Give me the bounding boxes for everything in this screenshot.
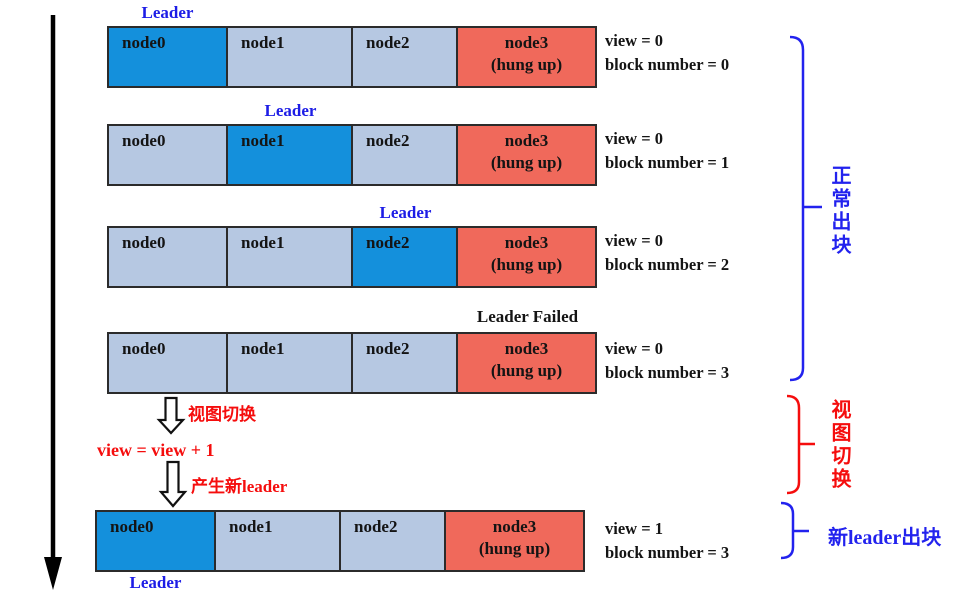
- new-leader-down-arrow-icon: [158, 460, 188, 508]
- view-value: view = 0: [605, 231, 663, 250]
- block-number-value: block number = 3: [605, 543, 730, 562]
- view-change-down-arrow-icon: [156, 396, 186, 435]
- node3-cell: node3 (hung up): [458, 124, 597, 186]
- node-label: node0: [122, 33, 166, 52]
- node0-cell: node0: [107, 26, 228, 88]
- node-row-5: node0 node1 node2 node3 (hung up): [95, 510, 585, 572]
- node3-cell: node3 (hung up): [446, 510, 585, 572]
- view-increment-formula: view = view + 1: [97, 440, 215, 460]
- view-value: view = 1: [605, 519, 663, 538]
- node0-cell: node0: [107, 332, 228, 394]
- node-label: node0: [122, 339, 166, 358]
- node-label: node1: [241, 339, 285, 358]
- node-label: node2: [366, 131, 410, 150]
- node-label: node1: [241, 131, 285, 150]
- node3-cell: node3 (hung up): [458, 26, 597, 88]
- node-label: node3: [492, 517, 537, 536]
- block-number-value: block number = 1: [605, 153, 730, 172]
- leader-caption-row3: Leader: [379, 203, 432, 222]
- node2-cell: node2: [353, 124, 458, 186]
- node-status: (hung up): [490, 153, 563, 172]
- node-label: node2: [366, 233, 410, 252]
- state-row3: view = 0 block number = 2: [605, 229, 729, 277]
- new-leader-step-label: 产生新leader: [191, 477, 288, 496]
- node1-cell: node1: [228, 226, 353, 288]
- node-label: node0: [122, 131, 166, 150]
- node0-cell: node0: [107, 226, 228, 288]
- state-row5: view = 1 block number = 3: [605, 517, 729, 565]
- node0-cell: node0: [95, 510, 216, 572]
- node-label: node1: [229, 517, 273, 536]
- node-row-2: node0 node1 node2 node3 (hung up): [107, 124, 597, 186]
- node-status: (hung up): [490, 361, 563, 380]
- node-label: node3: [504, 131, 549, 150]
- block-number-value: block number = 3: [605, 363, 730, 382]
- node1-cell: node1: [216, 510, 341, 572]
- leader-caption-row1: Leader: [141, 3, 194, 22]
- view-change-step-label: 视图切换: [188, 405, 256, 424]
- normal-blocks-brace-label: 正常出块: [828, 165, 850, 257]
- new-leader-brace: [780, 501, 809, 560]
- normal-blocks-brace: [789, 35, 822, 382]
- timeline-down-arrow-icon: [44, 15, 62, 590]
- node-row-4: node0 node1 node2 node3 (hung up): [107, 332, 597, 394]
- block-number-value: block number = 0: [605, 55, 730, 74]
- node-label: node1: [241, 33, 285, 52]
- node-label: node0: [110, 517, 154, 536]
- state-row4: view = 0 block number = 3: [605, 337, 729, 385]
- node-label: node3: [504, 33, 549, 52]
- leader-caption-row5: Leader: [129, 573, 182, 592]
- leader-failed-caption: Leader Failed: [476, 307, 579, 326]
- node1-cell: node1: [228, 332, 353, 394]
- new-leader-brace-label: 新leader出块: [828, 527, 942, 549]
- leader-caption-row2: Leader: [264, 101, 317, 120]
- node-label: node2: [354, 517, 398, 536]
- block-number-value: block number = 2: [605, 255, 730, 274]
- node3-cell: node3 (hung up): [458, 332, 597, 394]
- state-row1: view = 0 block number = 0: [605, 29, 729, 77]
- node-label: node0: [122, 233, 166, 252]
- node2-cell: node2: [341, 510, 446, 572]
- node-label: node2: [366, 339, 410, 358]
- node2-cell: node2: [353, 26, 458, 88]
- node-label: node3: [504, 339, 549, 358]
- view-change-brace: [786, 394, 815, 495]
- node-row-3: node0 node1 node2 node3 (hung up): [107, 226, 597, 288]
- view-value: view = 0: [605, 129, 663, 148]
- view-value: view = 0: [605, 339, 663, 358]
- node2-cell: node2: [353, 332, 458, 394]
- node1-cell: node1: [228, 26, 353, 88]
- node2-cell: node2: [353, 226, 458, 288]
- view-change-brace-label: 视图切换: [828, 399, 850, 491]
- node-status: (hung up): [490, 55, 563, 74]
- node-status: (hung up): [490, 255, 563, 274]
- view-value: view = 0: [605, 31, 663, 50]
- node1-cell: node1: [228, 124, 353, 186]
- node-label: node1: [241, 233, 285, 252]
- node-status: (hung up): [478, 539, 551, 558]
- node-label: node3: [504, 233, 549, 252]
- node-label: node2: [366, 33, 410, 52]
- node3-cell: node3 (hung up): [458, 226, 597, 288]
- node-row-1: node0 node1 node2 node3 (hung up): [107, 26, 597, 88]
- node0-cell: node0: [107, 124, 228, 186]
- state-row2: view = 0 block number = 1: [605, 127, 729, 175]
